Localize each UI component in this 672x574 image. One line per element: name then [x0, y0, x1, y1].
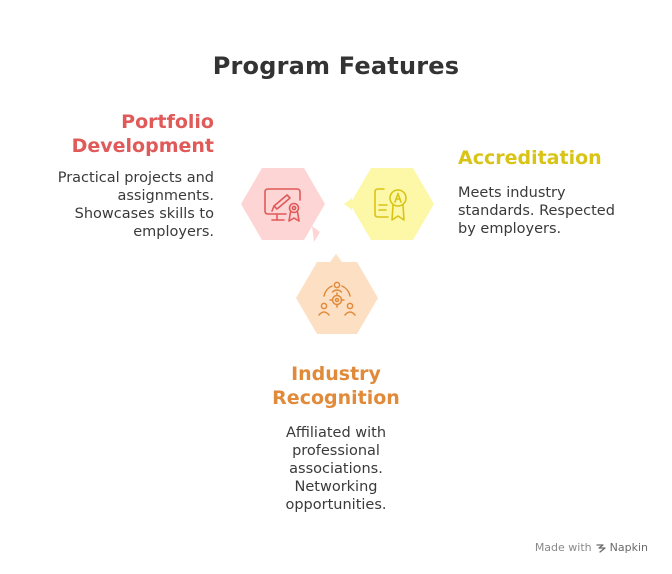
industry-desc-line: associations.	[289, 461, 383, 477]
industry-description: Affiliated with professional association…	[236, 424, 436, 514]
industry-desc-line: opportunities.	[285, 497, 387, 513]
accreditation-heading: Accreditation	[458, 147, 602, 169]
industry-heading-line1: Industry	[291, 363, 381, 385]
award-document-icon	[374, 188, 407, 221]
made-with-label: Made with	[534, 541, 592, 554]
made-with-napkin: Made with Napkin	[535, 541, 648, 554]
industry-desc-line: Networking	[294, 479, 378, 495]
accreditation-desc-line: standards. Respected	[458, 203, 615, 219]
certificate-screen-icon	[264, 188, 301, 222]
portfolio-hexagon	[241, 168, 325, 242]
portfolio-description: Practical projects and assignments. Show…	[24, 169, 214, 241]
portfolio-desc-line: Practical projects and	[57, 170, 214, 186]
accreditation-hexagon	[344, 168, 434, 240]
napkin-logo-icon	[595, 543, 606, 553]
portfolio-desc-line: employers.	[133, 224, 214, 240]
industry-desc-line: professional	[292, 443, 380, 459]
page-title: Program Features	[212, 52, 460, 80]
network-people-icon	[318, 281, 356, 316]
portfolio-heading-line2: Development	[71, 135, 214, 157]
portfolio-desc-line: assignments.	[117, 188, 214, 204]
portfolio-desc-line: Showcases skills to	[74, 206, 214, 222]
industry-desc-line: Affiliated with	[285, 425, 387, 441]
accreditation-desc-line: by employers.	[458, 221, 562, 237]
accreditation-desc-line: Meets industry	[458, 185, 566, 201]
accreditation-description: Meets industry standards. Respected by e…	[458, 184, 648, 238]
portfolio-heading-line1: Portfolio	[121, 111, 214, 133]
portfolio-heading: Portfolio Development	[72, 110, 214, 158]
industry-heading: Industry Recognition	[236, 362, 436, 410]
napkin-brand: Napkin	[609, 541, 648, 554]
industry-heading-line2: Recognition	[272, 387, 400, 409]
